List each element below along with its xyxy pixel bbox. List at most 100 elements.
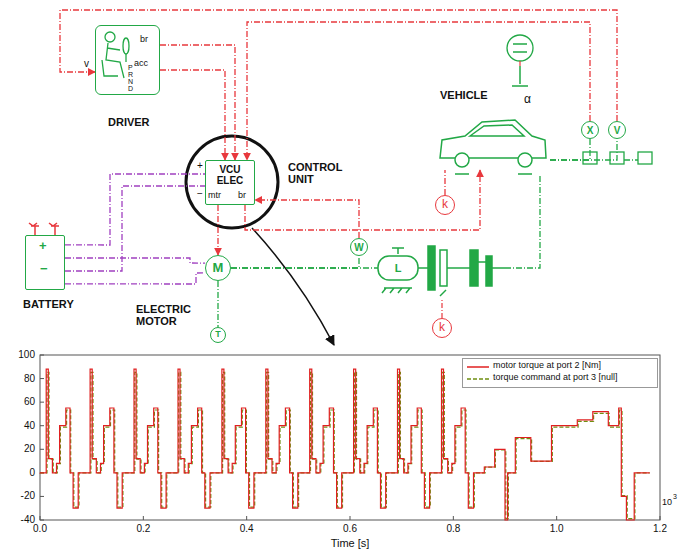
leader-line xyxy=(441,298,442,318)
axis-tick xyxy=(40,402,44,403)
mechanical-link xyxy=(550,139,617,160)
axis-tick xyxy=(660,516,661,520)
axis-tick xyxy=(556,516,557,520)
legend-text: motor torque at port 2 [Nm] xyxy=(493,361,601,371)
port-label: + xyxy=(39,239,47,253)
inertia-symbol xyxy=(378,248,418,293)
axis-label: 0 xyxy=(29,467,35,478)
legend-line xyxy=(467,366,489,368)
axis-tick xyxy=(40,520,44,521)
axis-label: 40 xyxy=(24,420,35,431)
axis-tick xyxy=(40,516,41,520)
signal-wire xyxy=(160,45,235,160)
axis-tick xyxy=(246,516,247,520)
callout-arrow xyxy=(252,228,334,345)
port-label: P xyxy=(128,64,133,72)
port-label: α xyxy=(524,93,531,106)
node-label: k xyxy=(442,198,448,211)
node-label: W xyxy=(354,242,363,253)
legend-sample xyxy=(467,373,489,385)
signal-wire xyxy=(217,205,218,255)
shaft-line xyxy=(505,175,540,268)
node-label: k xyxy=(439,321,445,334)
port-label: N xyxy=(128,78,133,86)
port-label: + xyxy=(197,160,203,171)
node-label: X xyxy=(587,125,594,136)
legend-row: motor torque at port 2 [Nm] xyxy=(463,361,657,373)
axis-label: 80 xyxy=(24,373,35,384)
power-wire xyxy=(65,273,205,284)
legend-box: motor torque at port 2 [Nm] torque comman… xyxy=(462,358,658,388)
signal-wire xyxy=(247,22,590,160)
port-label: br xyxy=(238,191,246,201)
port-label: br xyxy=(140,35,148,45)
axis-label: Time [s] xyxy=(331,537,370,549)
gearbox-symbol xyxy=(418,246,505,296)
axis-label: 20 xyxy=(24,443,35,454)
port-label: mtr xyxy=(208,191,221,201)
parameter-circle: k xyxy=(435,195,455,215)
signal-wire xyxy=(245,170,480,230)
node-label: M xyxy=(213,261,224,275)
signal-wire xyxy=(60,10,617,121)
driver-icon xyxy=(102,32,129,78)
port-label: D xyxy=(128,85,133,93)
vehicle-block: VEHICLE xyxy=(430,110,550,170)
signal-wire xyxy=(519,61,520,66)
position-sensor: X xyxy=(581,121,599,139)
axis-label: -40 xyxy=(21,514,35,525)
port-label: acc xyxy=(134,59,148,69)
axis-label: 1.2 xyxy=(653,523,667,534)
node-label: V xyxy=(614,125,621,136)
mechanical-link xyxy=(550,139,590,160)
port-label: R xyxy=(128,71,133,79)
driver-block: DRIVER xyxy=(95,25,160,95)
mechanical-link xyxy=(231,256,359,268)
torque-command-curve xyxy=(40,372,650,518)
shaft-line xyxy=(624,159,638,160)
mechanical-link xyxy=(217,281,218,327)
power-wire xyxy=(65,174,205,245)
velocity-sensor: V xyxy=(608,121,626,139)
axis-label: -20 xyxy=(21,490,35,501)
axis-tick xyxy=(350,516,351,520)
axis-tick xyxy=(40,378,44,379)
legend-line xyxy=(467,378,489,380)
node-heading: BATTERY xyxy=(23,298,74,310)
battery-terminals xyxy=(29,223,59,235)
axis-label: 1.0 xyxy=(550,523,564,534)
legend-row: torque command at port 3 [null] xyxy=(463,373,657,385)
axis-label: 10 xyxy=(662,498,672,508)
axis-tick xyxy=(453,516,454,520)
motor-symbol: MELECTRIC MOTOR xyxy=(205,255,231,281)
axis-label: 60 xyxy=(24,396,35,407)
slope-sensor xyxy=(507,35,533,61)
axis-tick xyxy=(143,516,144,520)
parameter-circle: k xyxy=(432,318,452,338)
port-label: v xyxy=(84,58,89,69)
legend-text: torque command at port 3 [null] xyxy=(493,373,618,383)
axis-tick xyxy=(40,496,44,497)
node-heading: DRIVER xyxy=(108,116,150,128)
axis-label: 0.0 xyxy=(33,523,47,534)
power-wire xyxy=(65,258,205,263)
node-label: L xyxy=(395,262,402,274)
axis-label: 100 xyxy=(18,349,35,360)
focus-ring xyxy=(186,136,278,228)
inertia-block: L xyxy=(378,255,418,281)
motor-torque-curve xyxy=(40,369,650,520)
axis-label: 3 xyxy=(673,493,677,501)
port-label: − xyxy=(40,262,48,276)
power-wire xyxy=(65,186,205,271)
node-heading: VEHICLE xyxy=(440,89,488,101)
axis-label: 0.4 xyxy=(240,523,254,534)
node-label: VCU ELEC xyxy=(210,164,250,186)
node-heading: ELECTRIC MOTOR xyxy=(136,303,198,327)
legend-sample xyxy=(467,361,489,373)
chart-plot xyxy=(40,355,660,520)
speed-sensor: W xyxy=(350,238,368,256)
node-label: T xyxy=(215,330,221,340)
